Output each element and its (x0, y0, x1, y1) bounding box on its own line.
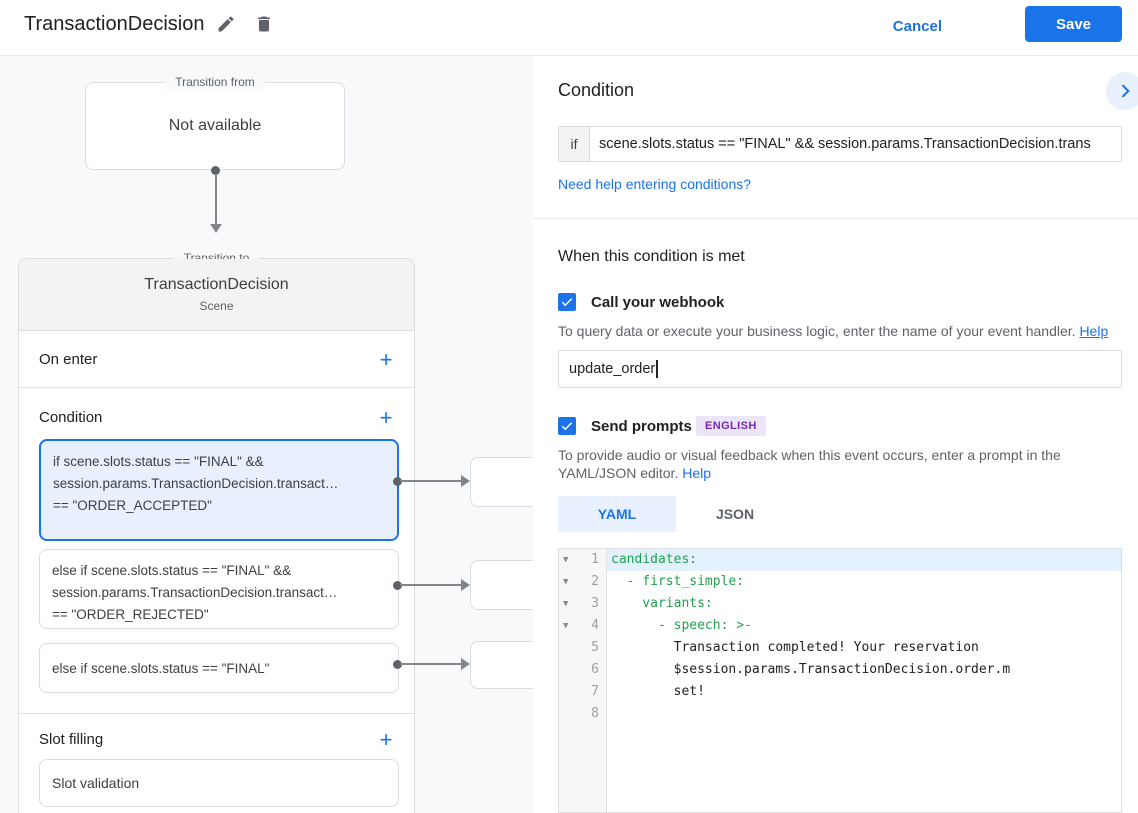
connector-arrowhead-icon (461, 658, 470, 670)
header-bar: TransactionDecision Cancel Save (0, 0, 1138, 56)
transition-from-box: Transition from Not available (85, 75, 345, 170)
code-line: - speech: >- (611, 618, 752, 633)
check-icon (561, 298, 573, 307)
condition-text: if scene.slots.status == "FINAL" && (53, 454, 264, 469)
line-number: 6 (591, 662, 599, 677)
slot-validation-card[interactable]: Slot validation (39, 759, 399, 807)
condition-text: else if scene.slots.status == "FINAL" && (52, 563, 292, 578)
webhook-helper-body: To query data or execute your business l… (558, 323, 1076, 339)
call-webhook-checkbox[interactable] (558, 293, 576, 311)
connector-arrowhead-icon (210, 224, 222, 233)
tab-yaml[interactable]: YAML (558, 496, 676, 532)
code-line: set! (611, 684, 705, 699)
scene-header[interactable]: TransactionDecision Scene (19, 259, 414, 331)
line-number: 7 (591, 684, 599, 699)
condition-card-final[interactable]: else if scene.slots.status == "FINAL" (39, 643, 399, 693)
text-caret (656, 360, 658, 378)
language-badge: ENGLISH (696, 416, 766, 436)
condition-add-button[interactable]: + (379, 405, 393, 430)
connector-line (215, 174, 217, 224)
save-button[interactable]: Save (1025, 6, 1122, 42)
condition-text: session.params.TransactionDecision.trans… (52, 585, 338, 600)
slot-filling-add-button[interactable]: + (379, 727, 393, 752)
condition-section-label: Condition (39, 409, 103, 426)
fold-toggle-icon[interactable]: ▼ (563, 555, 569, 565)
scene-title: TransactionDecision (144, 276, 289, 293)
edit-icon[interactable] (216, 14, 236, 34)
transition-from-content: Not available (168, 117, 262, 134)
connector-dot (393, 660, 402, 669)
fold-toggle-icon[interactable]: ▼ (563, 599, 569, 609)
line-number: 8 (591, 706, 599, 721)
connector-dot (393, 581, 402, 590)
code-line: Transaction completed! Your reservation (611, 640, 979, 655)
line-number: 1 (591, 552, 599, 567)
on-enter-add-button[interactable]: + (379, 347, 393, 372)
condition-card-rejected[interactable]: else if scene.slots.status == "FINAL" &&… (39, 549, 399, 629)
condition-text: == "ORDER_REJECTED" (52, 607, 209, 622)
panel-title: Condition (558, 80, 635, 100)
webhook-helper-text: To query data or execute your business l… (558, 323, 1122, 339)
line-number: 5 (591, 640, 599, 655)
scene-subtitle: Scene (199, 299, 234, 313)
event-handler-value: update_order (569, 361, 656, 377)
connector-arrowhead-icon (461, 475, 470, 487)
page-title: TransactionDecision (24, 13, 205, 35)
connector-dot (393, 477, 402, 486)
editor-code-area[interactable]: candidates: - first_simple: variants: - … (607, 549, 1121, 812)
code-line: variants: (611, 596, 713, 611)
condition-expression-input[interactable]: scene.slots.status == "FINAL" && session… (599, 136, 1091, 152)
prompts-help-link[interactable]: Help (682, 465, 712, 481)
condition-text: session.params.TransactionDecision.trans… (53, 476, 339, 491)
slot-validation-label: Slot validation (52, 775, 140, 791)
editor-tabs: YAML JSON (558, 496, 794, 532)
if-prefix-label: if (559, 127, 590, 161)
condition-expression-row: if scene.slots.status == "FINAL" && sess… (558, 126, 1122, 162)
editor-gutter: ▼ 1 ▼ 2 ▼ 3 ▼ 4 5 6 7 8 (559, 549, 607, 812)
delete-icon[interactable] (254, 14, 274, 34)
line-number: 3 (591, 596, 599, 611)
condition-text: == "ORDER_ACCEPTED" (53, 498, 212, 513)
transition-from-legend: Transition from (86, 75, 344, 89)
event-handler-input[interactable]: update_order (558, 350, 1122, 388)
line-number: 2 (591, 574, 599, 589)
condition-details-panel: Condition if scene.slots.status == "FINA… (533, 56, 1138, 813)
tab-json[interactable]: JSON (715, 506, 755, 522)
check-icon (561, 422, 573, 431)
send-prompts-label: Send prompts (591, 418, 692, 435)
connector-arrowhead-icon (461, 579, 470, 591)
cancel-button[interactable]: Cancel (892, 18, 942, 35)
fold-toggle-icon[interactable]: ▼ (563, 621, 569, 631)
transition-to-card: Transition to TransactionDecision Scene … (18, 251, 415, 813)
code-line: $session.params.TransactionDecision.orde… (611, 662, 1011, 677)
fold-toggle-icon[interactable]: ▼ (563, 577, 569, 587)
connector-line (400, 480, 462, 482)
line-number: 4 (591, 618, 599, 633)
code-line: - first_simple: (611, 574, 745, 589)
connector-line (400, 584, 462, 586)
prompts-helper-body: To provide audio or visual feedback when… (558, 447, 1061, 481)
on-enter-label: On enter (39, 351, 98, 368)
connector-dot (211, 166, 220, 175)
prompts-helper-text: To provide audio or visual feedback when… (558, 446, 1122, 482)
section-divider (19, 387, 414, 388)
condition-help-link[interactable]: Need help entering conditions? (558, 176, 752, 192)
section-divider (19, 713, 414, 714)
chevron-right-icon (1121, 84, 1130, 98)
slot-filling-label: Slot filling (39, 731, 104, 748)
condition-text: else if scene.slots.status == "FINAL" (52, 661, 270, 676)
connector-line (400, 663, 462, 665)
code-line (607, 703, 1121, 725)
send-prompts-checkbox[interactable] (558, 417, 576, 435)
collapse-panel-button[interactable] (1106, 72, 1138, 110)
webhook-help-link[interactable]: Help (1079, 323, 1109, 339)
panel-divider (533, 218, 1138, 219)
code-line: candidates: (607, 549, 1121, 571)
call-webhook-label: Call your webhook (591, 294, 725, 311)
when-condition-met-title: When this condition is met (558, 248, 745, 265)
condition-card-accepted[interactable]: if scene.slots.status == "FINAL" && sess… (39, 439, 399, 541)
yaml-code-editor[interactable]: ▼ 1 ▼ 2 ▼ 3 ▼ 4 5 6 7 8 candidates: - first_… (558, 548, 1122, 813)
